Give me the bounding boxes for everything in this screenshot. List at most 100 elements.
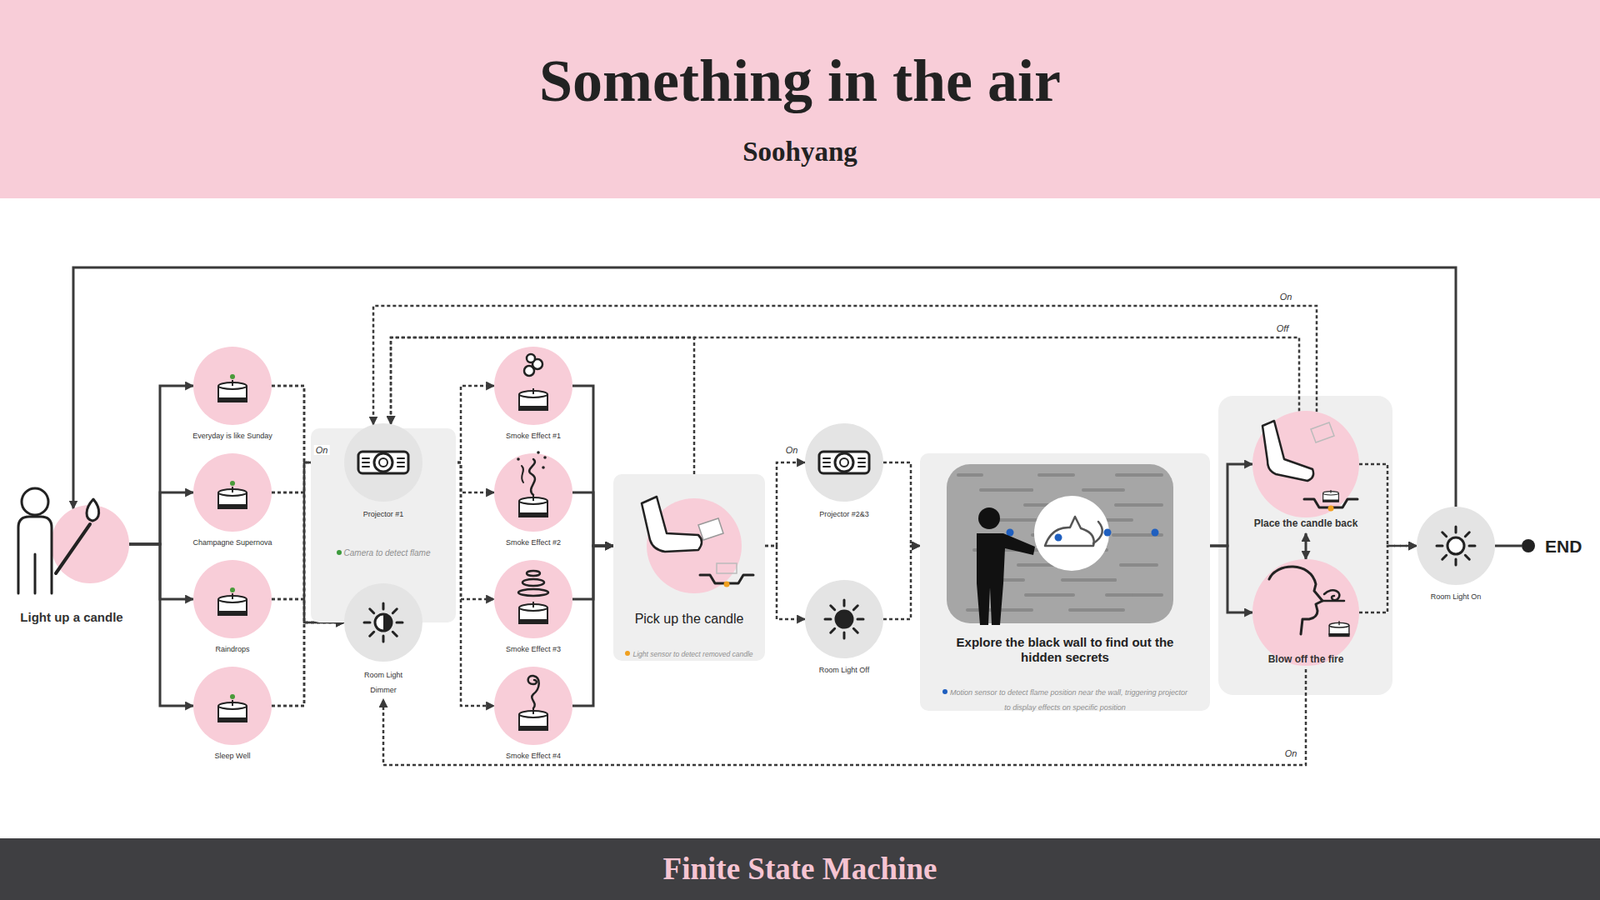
state-icon bbox=[825, 600, 864, 639]
node-graphic bbox=[1243, 559, 1369, 666]
candle-wick bbox=[1338, 620, 1340, 625]
state-circle-shape bbox=[1252, 410, 1360, 518]
text-holder: Projector #2&3 bbox=[794, 505, 895, 520]
sun-ray bbox=[830, 605, 835, 610]
solid-transition bbox=[572, 385, 614, 546]
candle-icon bbox=[518, 495, 549, 518]
state-icon bbox=[1262, 420, 1358, 512]
text-holder: Smoke Effect #2 bbox=[470, 533, 596, 549]
state-label: Room Light Off bbox=[819, 665, 870, 675]
dashed-transition bbox=[883, 545, 920, 620]
title: Something in the air bbox=[0, 46, 1600, 116]
state-label: Raindrops bbox=[215, 645, 250, 654]
state-circle-shape bbox=[193, 453, 272, 532]
projector-vent bbox=[823, 457, 830, 460]
text-holder: Raindrops bbox=[170, 640, 295, 655]
candle-icon bbox=[518, 708, 549, 731]
state-label: Room Light Dimmer bbox=[364, 670, 403, 695]
solid-transition bbox=[73, 267, 1456, 509]
panel-illustration bbox=[641, 496, 754, 594]
candle-icon bbox=[217, 480, 248, 510]
person-legs bbox=[34, 554, 37, 594]
sun-ray bbox=[1455, 526, 1458, 533]
state-circle: Light up a candle bbox=[19, 505, 161, 629]
subtitle: Soohyang bbox=[0, 136, 1600, 168]
candle-base bbox=[518, 512, 549, 518]
wall-stripe bbox=[1039, 473, 1074, 477]
state-panel: Pick up the candleLight sensor to detect… bbox=[613, 474, 765, 661]
held-candle bbox=[698, 518, 724, 540]
text-holder: Sleep Well bbox=[170, 746, 295, 762]
sun-ray bbox=[825, 618, 831, 621]
state-label: Smoke Effect #3 bbox=[505, 645, 561, 654]
dashed-transition bbox=[1359, 464, 1417, 546]
sensor-note: Motion sensor to detect flame position n… bbox=[950, 688, 1188, 712]
candle-icon bbox=[217, 694, 248, 723]
state-label: Projector #2&3 bbox=[819, 510, 870, 519]
candle-base bbox=[1322, 500, 1340, 503]
smoke-spark bbox=[536, 450, 540, 455]
text-holder: END bbox=[1545, 535, 1595, 557]
flame-dot bbox=[230, 374, 235, 380]
text-holder: Camera to detect flame bbox=[312, 544, 455, 560]
sun-ray bbox=[843, 600, 846, 606]
state-icon bbox=[518, 675, 549, 731]
smoke-ring bbox=[522, 579, 545, 586]
solid-transition bbox=[1210, 464, 1253, 546]
end-terminal: END bbox=[1521, 534, 1599, 558]
motion-sensor-dot bbox=[1055, 534, 1063, 542]
state-circle: Champagne Supernova bbox=[170, 453, 295, 552]
end-dot bbox=[1521, 539, 1535, 553]
text-holder: Blow off the fire bbox=[1243, 650, 1369, 666]
text-holder: Everyday is like Sunday bbox=[170, 426, 295, 442]
sun-ray bbox=[853, 628, 858, 633]
state-label: Smoke Effect #4 bbox=[505, 751, 561, 760]
text-holder: Smoke Effect #4 bbox=[470, 746, 596, 762]
smoke-spiral bbox=[528, 675, 540, 709]
candle-wick bbox=[231, 700, 234, 706]
state-circle-shape bbox=[193, 346, 272, 425]
state-label: Blow off the fire bbox=[1268, 653, 1345, 665]
state-icon bbox=[516, 450, 549, 518]
footer-band: Finite State Machine bbox=[0, 838, 1600, 900]
node-graphic bbox=[794, 423, 895, 502]
node-graphic bbox=[19, 505, 161, 584]
candle-base bbox=[1328, 633, 1350, 637]
node-graphic bbox=[470, 560, 596, 639]
ghost-candle bbox=[716, 563, 737, 574]
visitor-body bbox=[976, 533, 1035, 625]
sun-ray bbox=[392, 631, 397, 636]
sun-ray bbox=[1465, 555, 1470, 560]
sun-disc bbox=[375, 614, 392, 631]
match-stick bbox=[55, 524, 90, 574]
node-graphic bbox=[333, 423, 434, 502]
state-circle: Sleep Well bbox=[170, 666, 295, 765]
state-label: Room Light On bbox=[1430, 592, 1482, 601]
smoke-spark bbox=[516, 457, 520, 461]
ghost-candle bbox=[1310, 422, 1335, 443]
node-graphic bbox=[920, 453, 1210, 711]
candle-base bbox=[518, 725, 549, 731]
candle-wick bbox=[532, 388, 535, 395]
sun-ray bbox=[1465, 532, 1470, 537]
flame-dot bbox=[230, 694, 235, 700]
candle-base bbox=[217, 610, 248, 616]
face-profile bbox=[1269, 566, 1323, 635]
dashed-transition bbox=[271, 622, 345, 706]
candle-wick bbox=[532, 601, 535, 608]
node-graphic bbox=[1243, 410, 1369, 518]
projector-vent bbox=[397, 457, 405, 460]
wall-stripe bbox=[1120, 563, 1157, 567]
wall-stripe bbox=[1083, 488, 1124, 492]
node-graphic bbox=[170, 560, 295, 639]
text-holder: Room Light On bbox=[1430, 587, 1482, 603]
state-circle-shape bbox=[494, 453, 573, 532]
panel-illustration bbox=[946, 464, 1174, 625]
candle-icon bbox=[1328, 620, 1350, 637]
state-icon bbox=[364, 603, 403, 642]
state-circle-shape bbox=[344, 423, 423, 502]
group-panel bbox=[1218, 395, 1393, 695]
projector-vent bbox=[397, 465, 405, 468]
